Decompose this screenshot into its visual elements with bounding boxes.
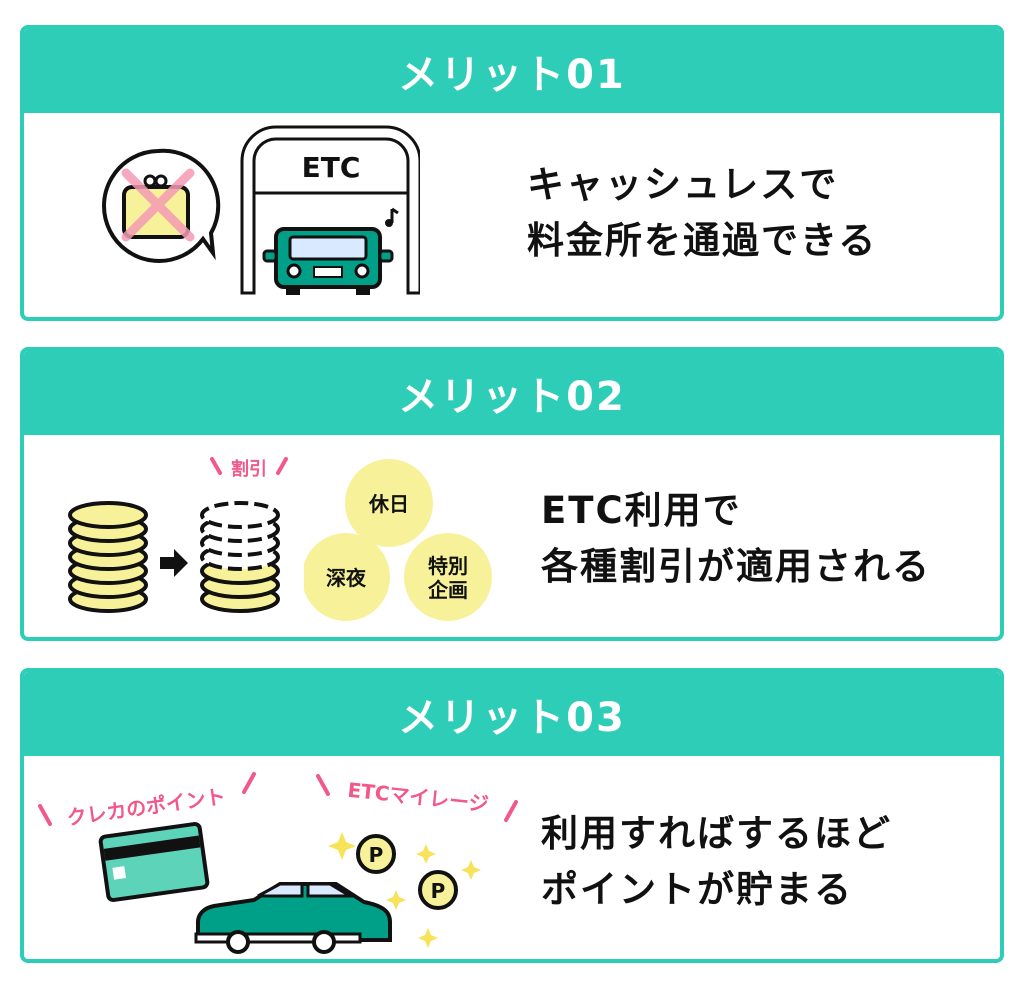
bubble-special: 特別 [428, 554, 468, 578]
discount-label: 割引 [231, 458, 267, 480]
merit-title: メリット01 [24, 29, 1000, 113]
etc-mileage-label: ETCマイレージ [346, 778, 489, 817]
merit-panel-03: メリット03 クレカのポイント ETCマイレージ P P 利用すればするほど ポ… [20, 668, 1004, 963]
discount-types-bubbles: 休日 深夜 特別 企画 [304, 459, 492, 621]
bubble-holiday: 休日 [368, 492, 409, 516]
gate-label: ETC [302, 151, 361, 184]
merit-title: メリット03 [24, 672, 1000, 756]
merit-text-line: 利用すればするほど [541, 812, 892, 855]
credit-card-points-label: クレカのポイント [65, 784, 227, 830]
svg-text:P: P [431, 879, 446, 903]
merit-text-line: キャッシュレスで [527, 163, 839, 206]
svg-text:P: P [369, 843, 384, 867]
merit-text-line: ETC利用で [541, 489, 742, 532]
no-wallet-icon [102, 148, 221, 263]
point-coin-icon [356, 834, 396, 874]
car-icon [194, 882, 392, 954]
coins-discount-illustration: 割引 [68, 457, 288, 613]
merit-title: メリット02 [24, 351, 1000, 435]
bubble-night: 深夜 [326, 566, 367, 590]
merit-panel-01: メリット01 ETC キャッシュレスで 料金所を通過できる [20, 25, 1004, 321]
merit-text-line: ポイントが貯まる [541, 868, 853, 911]
points-illustration: クレカのポイント ETCマイレージ P P [38, 772, 518, 954]
bubble-plan: 企画 [427, 578, 468, 602]
merit-text-line: 料金所を通過できる [527, 219, 878, 262]
credit-card-icon [98, 821, 210, 903]
point-coin-icon [418, 870, 458, 910]
etc-gate-illustration: ETC [240, 125, 420, 295]
arrow-right-icon [160, 549, 188, 577]
merit-text-line: 各種割引が適用される [541, 545, 931, 588]
merit-panel-02: メリット02 割引 休日 深夜 特別 企画 ETC利用で 各種割引が適用される [20, 347, 1004, 641]
